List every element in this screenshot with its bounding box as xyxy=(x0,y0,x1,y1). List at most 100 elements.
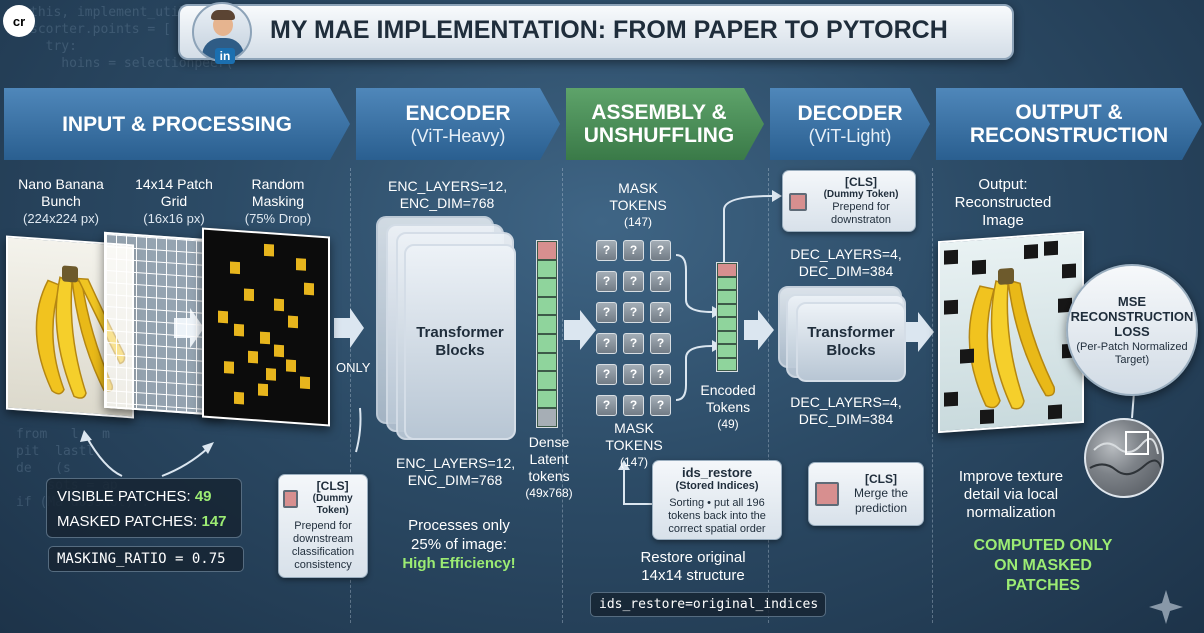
efficiency-note: Processes only 25% of image: High Effici… xyxy=(402,517,516,572)
stage-banner-input: INPUT & PROCESSING xyxy=(4,88,350,160)
patch-stats-panel: VISIBLE PATCHES: 49 MASKED PATCHES: 147 xyxy=(46,478,242,538)
random-masking-label: Random Masking (75% Drop) xyxy=(244,176,312,226)
encoded-tokens-label: Encoded Tokens (49) xyxy=(700,382,756,431)
profile-badge: cr xyxy=(3,5,35,37)
divider xyxy=(932,168,933,623)
stage-title: DECODER xyxy=(797,101,903,125)
divider xyxy=(562,168,563,623)
mask-tokens-bottom-label: MASK TOKENS (147) xyxy=(605,420,663,469)
stage-banner-encoder: ENCODER (ViT-Heavy) xyxy=(356,88,560,160)
divider xyxy=(768,168,769,623)
only-label: ONLY xyxy=(336,360,371,375)
masked-image xyxy=(202,227,330,427)
encoder-transformer-blocks: Transformer Blocks xyxy=(404,244,516,440)
dense-latent-label: Dense Latent tokens (49x768) xyxy=(525,434,573,500)
mask-token: ? xyxy=(596,395,617,416)
masked-patches-label: MASKED PATCHES: xyxy=(57,513,198,530)
stage-subtitle: (ViT-Light) xyxy=(808,125,892,146)
linkedin-icon: in xyxy=(215,48,235,64)
arrow-icon xyxy=(623,470,652,505)
texture-note: Improve texture detail via local normali… xyxy=(958,468,1064,521)
ids-restore-code: ids_restore=original_indices xyxy=(590,592,826,617)
merge-cls-callout: [CLS] Merge the prediction xyxy=(808,462,924,526)
visible-patches-label: VISIBLE PATCHES: xyxy=(57,488,191,505)
texture-detail-icon xyxy=(1084,418,1164,498)
cls-token-icon xyxy=(283,489,299,508)
output-label: Output: Reconstructed Image xyxy=(954,176,1052,229)
arrow-icon xyxy=(355,407,362,453)
arrowhead-icon xyxy=(772,190,782,202)
mask-token: ? xyxy=(650,333,671,354)
mask-token: ? xyxy=(623,240,644,261)
arrow-icon xyxy=(723,195,773,262)
arrow-icon xyxy=(675,345,713,401)
stage-title: ENCODER xyxy=(405,101,511,125)
mask-token-grid: ? ? ? ? ? ? ? ? ? ? ? ? ? ? ? ? ? ? xyxy=(596,240,674,416)
arrowhead-icon xyxy=(202,442,214,454)
stage-banner-decoder: DECODER (ViT-Light) xyxy=(770,88,930,160)
mask-token: ? xyxy=(650,271,671,292)
stage-title: INPUT & PROCESSING xyxy=(62,112,292,136)
encoder-cls-callout: [CLS] (Dummy Token) Prepend for downstre… xyxy=(278,474,368,578)
mask-token: ? xyxy=(596,240,617,261)
decoder-config-top: DEC_LAYERS=4, DEC_DIM=384 xyxy=(790,246,902,279)
mask-token: ? xyxy=(596,302,617,323)
mask-tokens-top-label: MASK TOKENS (147) xyxy=(609,180,667,229)
encoded-token-stack xyxy=(716,262,738,372)
restore-structure-note: Restore original 14x14 structure xyxy=(640,549,746,584)
stage-title: ASSEMBLY & UNSHUFFLING xyxy=(583,101,735,147)
title-banner xyxy=(178,4,1014,60)
mask-token: ? xyxy=(650,395,671,416)
mask-token: ? xyxy=(596,271,617,292)
badge-text: cr xyxy=(12,13,26,29)
encoder-config-bottom: ENC_LAYERS=12, ENC_DIM=768 xyxy=(396,455,516,488)
visible-patches-value: 49 xyxy=(194,488,212,505)
mask-token: ? xyxy=(596,364,617,385)
patch-grid-label: 14x14 Patch Grid (16x16 px) xyxy=(135,176,213,226)
reconstructed-image xyxy=(938,230,1084,434)
masking-ratio-code: MASKING_RATIO = 0.75 xyxy=(48,546,244,572)
decoder-transformer-blocks: Transformer Blocks xyxy=(796,302,906,382)
mask-token: ? xyxy=(596,333,617,354)
stage-title: OUTPUT & RECONSTRUCTION xyxy=(969,101,1169,147)
stage-banner-assembly: ASSEMBLY & UNSHUFFLING xyxy=(566,88,764,160)
mse-loss-title: MSE RECONSTRUCTION LOSS xyxy=(1070,293,1194,339)
cls-token-icon xyxy=(789,192,807,211)
stage-subtitle: (ViT-Heavy) xyxy=(410,125,506,146)
encoder-config-top: ENC_LAYERS=12, ENC_DIM=768 xyxy=(388,178,508,211)
arrowhead-icon xyxy=(618,460,630,470)
arrow-icon xyxy=(675,254,713,313)
computed-only-note: COMPUTED ONLY ON MASKED PATCHES xyxy=(973,537,1113,594)
mask-token: ? xyxy=(623,364,644,385)
arrow-icon xyxy=(744,310,774,350)
arrow-icon xyxy=(161,447,209,477)
arrowhead-icon xyxy=(80,430,92,442)
mask-token: ? xyxy=(650,240,671,261)
arrow-icon xyxy=(85,435,123,477)
banana-image-label: Nano Banana Bunch (224x224 px) xyxy=(18,176,104,226)
mask-token: ? xyxy=(650,364,671,385)
banana-icon xyxy=(944,240,1076,425)
transformer-blocks-label: Transformer Blocks xyxy=(416,324,504,359)
mse-loss-desc: (Per-Patch Normalized Target) xyxy=(1076,340,1188,366)
mask-token: ? xyxy=(623,271,644,292)
mask-token: ? xyxy=(623,395,644,416)
divider xyxy=(350,168,351,623)
ids-restore-callout: ids_restore (Stored Indices) Sorting • p… xyxy=(652,460,782,540)
arrow-icon xyxy=(564,310,596,350)
latent-token-stack xyxy=(536,240,558,428)
visible-patches-icon xyxy=(218,243,314,405)
arrow-icon xyxy=(334,308,364,348)
page-title: MY MAE IMPLEMENTATION: FROM PAPER TO PYT… xyxy=(270,16,948,44)
arrow-icon xyxy=(1131,391,1135,419)
mask-token: ? xyxy=(623,302,644,323)
transformer-blocks-label: Transformer Blocks xyxy=(807,324,895,359)
mask-token: ? xyxy=(623,333,644,354)
sparkle-icon xyxy=(1149,590,1183,624)
masked-patches-value: 147 xyxy=(201,513,227,530)
decoder-config-bottom: DEC_LAYERS=4, DEC_DIM=384 xyxy=(790,394,902,427)
cls-token-icon xyxy=(815,482,839,506)
decoder-cls-callout: [CLS] (Dummy Token) Prepend for downstra… xyxy=(782,170,916,232)
mask-token: ? xyxy=(650,302,671,323)
stage-banner-output: OUTPUT & RECONSTRUCTION xyxy=(936,88,1202,160)
